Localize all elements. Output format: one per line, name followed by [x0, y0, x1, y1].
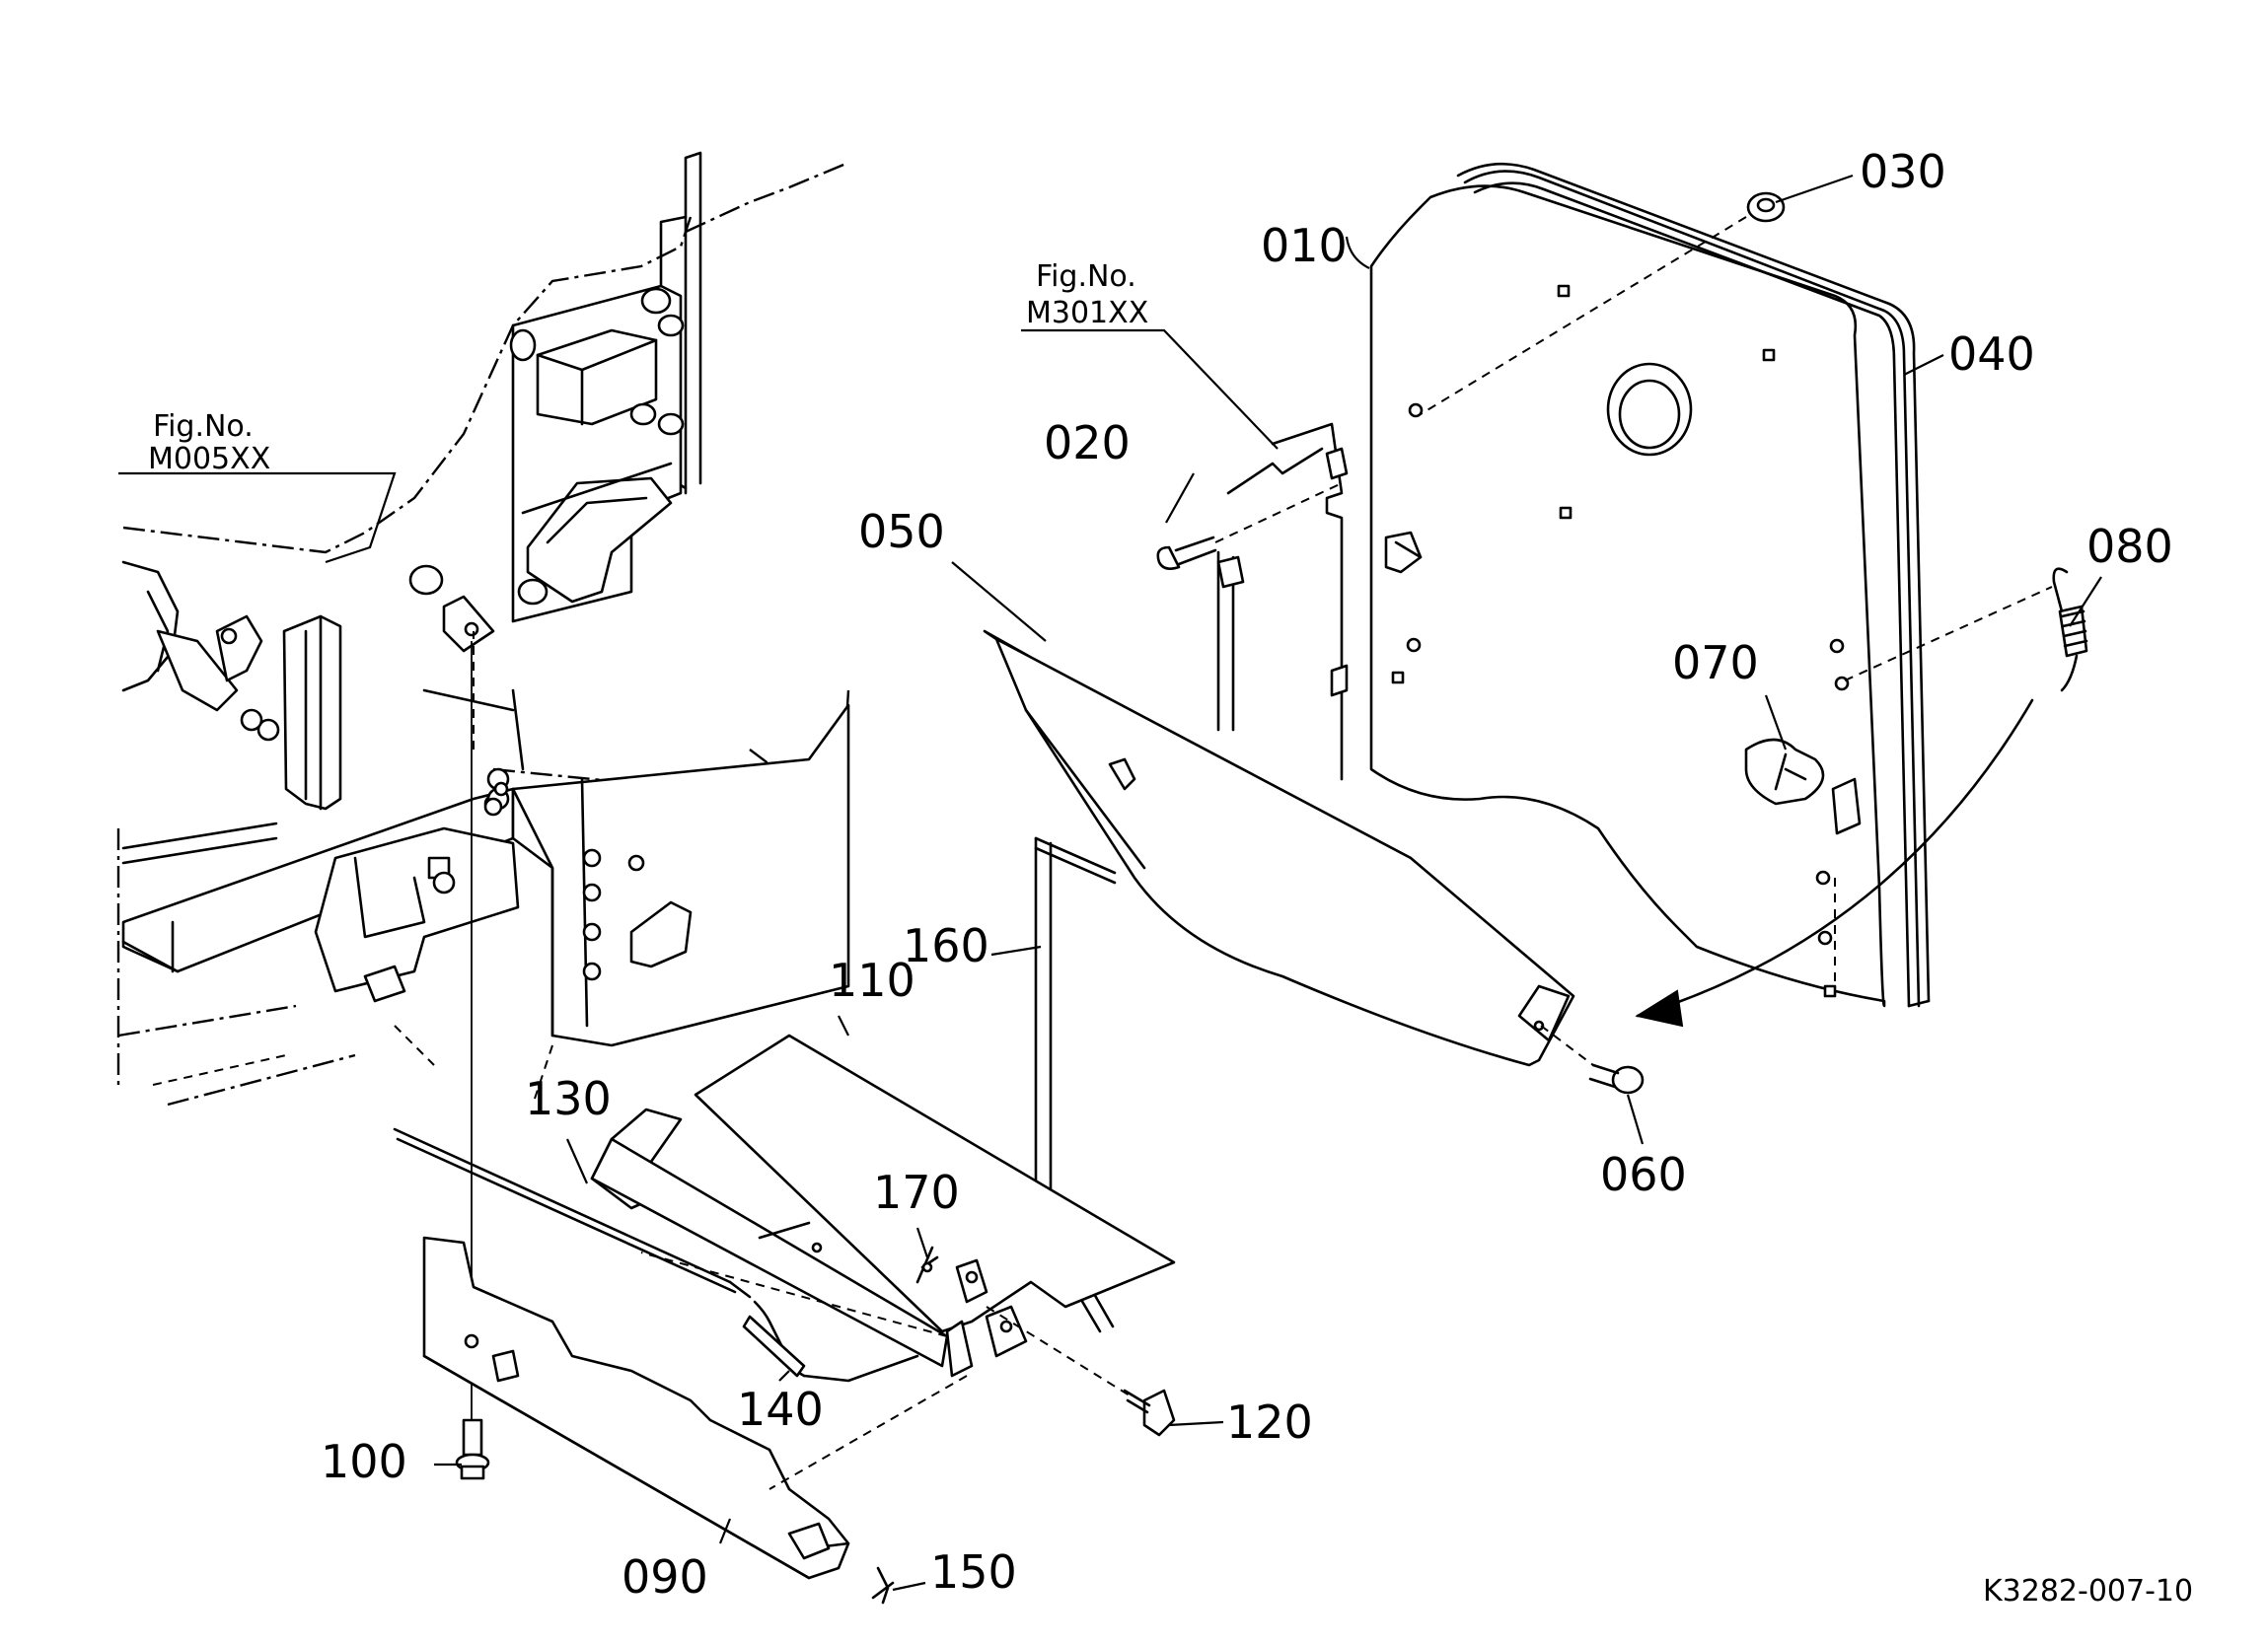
bolt-100 — [455, 1418, 490, 1480]
bracket-090 — [422, 1236, 850, 1580]
label-160: 160 — [903, 919, 989, 972]
leader-lines — [118, 174, 2102, 1592]
ref-m301-line1: Fig.No. — [1036, 259, 1136, 294]
frame-assembly — [116, 151, 850, 1420]
label-100: 100 — [321, 1435, 407, 1488]
label-110: 110 — [829, 954, 915, 1007]
figure-references: Fig.No. M005XX Fig.No. M301XX — [148, 259, 1148, 476]
rear-panel-010 — [1369, 184, 1886, 1008]
plate-110 — [590, 1034, 1176, 1368]
clip-150 — [871, 1566, 895, 1605]
clip-brackets — [945, 1258, 1028, 1378]
swing-direction-arrow — [1635, 698, 2034, 1028]
label-060: 060 — [1600, 1148, 1687, 1201]
label-050: 050 — [858, 505, 945, 558]
adjacent-bracket-m301 — [1216, 422, 1349, 781]
label-080: 080 — [2086, 520, 2173, 573]
bolt-120 — [986, 1306, 1176, 1437]
cap-070 — [1744, 738, 1825, 806]
label-020: 020 — [1044, 416, 1131, 469]
grommet-030 — [1420, 191, 1786, 415]
label-030: 030 — [1860, 145, 1946, 198]
part-labels: 010 020 030 040 050 060 070 080 090 100 … — [321, 145, 2173, 1604]
label-170: 170 — [873, 1166, 960, 1219]
label-070: 070 — [1672, 636, 1759, 689]
label-120: 120 — [1226, 1396, 1313, 1449]
assembly-lines — [640, 878, 1836, 1490]
bolt-020 — [1156, 482, 1343, 570]
spring-080 — [1844, 567, 2088, 692]
drawing-number: K3282-007-10 — [1983, 1574, 2193, 1609]
clip-170 — [915, 1246, 939, 1284]
swing-cover-050 — [983, 629, 1575, 1067]
edge-trim-040 — [1456, 162, 1931, 1008]
label-010: 010 — [1261, 219, 1348, 272]
ref-m005-line2: M005XX — [148, 442, 270, 476]
label-090: 090 — [622, 1550, 708, 1604]
pin-060 — [1540, 1025, 1645, 1095]
ref-m301-line2: M301XX — [1026, 296, 1148, 330]
label-150: 150 — [930, 1545, 1017, 1599]
label-140: 140 — [737, 1383, 824, 1436]
label-130: 130 — [525, 1072, 612, 1125]
spring-140 — [728, 1280, 919, 1383]
rod-130 — [393, 1127, 737, 1294]
label-040: 040 — [1948, 327, 2035, 381]
ref-m005-line1: Fig.No. — [153, 409, 254, 444]
